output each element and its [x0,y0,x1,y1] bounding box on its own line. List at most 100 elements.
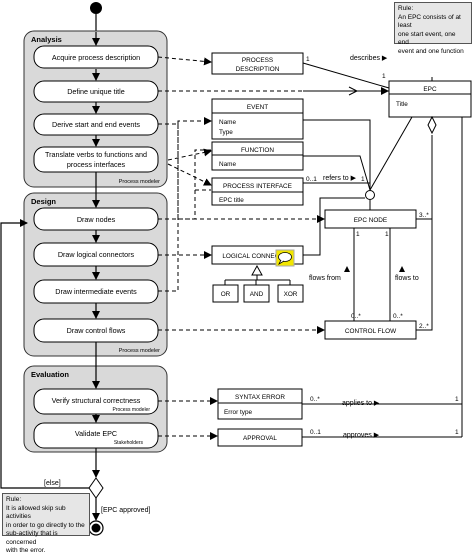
svg-text:1: 1 [385,231,389,238]
activity-acquire[interactable]: Acquire process description [33,45,159,69]
activity-draw-flows[interactable]: Draw control flows [33,318,159,343]
rule-note-bottom: Rule: It is allowed skip sub activities … [2,493,90,554]
assoc-approves: approves ▶ [343,432,380,439]
rule-bottom-title: Rule: [6,496,22,503]
svg-text:PROCESS: PROCESS [242,57,273,64]
activity-translate[interactable]: Translate verbs to functions and process… [33,146,159,173]
start-node [90,2,102,14]
composition-diamond [427,115,437,135]
svg-text:1: 1 [455,429,459,436]
svg-text:0..1: 0..1 [310,429,321,436]
svg-text:Validate EPC: Validate EPC [75,429,117,438]
svg-text:1: 1 [356,231,360,238]
decision-node [88,477,104,499]
svg-text:Type: Type [219,129,233,136]
svg-text:PROCESS INTERFACE: PROCESS INTERFACE [223,183,292,190]
guard-approved: [EPC approved] [101,507,150,514]
class-function: FUNCTION Name [211,141,304,171]
class-syntax-error: SYNTAX ERROR Error type [217,388,303,420]
class-or: OR [212,284,239,303]
svg-text:Draw logical connectors: Draw logical connectors [58,250,135,259]
svg-text:Draw intermediate events: Draw intermediate events [55,287,137,296]
activity-validate[interactable]: Validate EPC Stakeholders [33,422,159,449]
class-process-description: PROCESS DESCRIPTION [211,52,304,75]
svg-text:0..*: 0..* [310,396,320,403]
activity-draw-connectors[interactable]: Draw logical connectors [33,242,159,267]
activity-derive-events[interactable]: Derive start and end events [33,113,159,136]
activity-draw-nodes[interactable]: Draw nodes [33,207,159,231]
svg-text:3..*: 3..* [419,212,429,219]
svg-text:Define unique title: Define unique title [67,87,125,96]
rule-top-title: Rule: [398,5,414,12]
flows-to-arrow [399,266,405,272]
activity-verify[interactable]: Verify structural correctness Process mo… [33,388,159,415]
generalization-connector [224,264,291,285]
rule-note-top: Rule: An EPC consists of at least one st… [394,2,472,55]
svg-text:EPC: EPC [423,86,437,93]
class-epc-node: EPC NODE [324,209,417,229]
guard-else: [else] [44,480,61,487]
svg-text:1: 1 [306,56,310,63]
svg-text:Draw control flows: Draw control flows [67,326,126,335]
highlight-marker [275,249,295,267]
svg-text:2..*: 2..* [419,323,429,330]
svg-text:EVENT: EVENT [247,104,268,111]
svg-text:Derive start and end events: Derive start and end events [52,120,140,129]
end-node [88,520,104,536]
svg-text:APPROVAL: APPROVAL [243,435,277,442]
lane-analysis-footer: Process modeler [119,179,160,185]
class-epc: EPC Title [388,80,472,118]
class-process-interface: PROCESS INTERFACE EPC title [211,177,304,206]
epc-diagram: Analysis Process modeler Design Process … [0,2,472,536]
svg-text:EPC title: EPC title [219,197,244,204]
activity-define-title[interactable]: Define unique title [33,80,159,103]
rule-top-line: An EPC consists of at least [398,13,461,30]
class-xor: XOR [277,284,304,303]
assoc-flows-from: flows from [309,275,341,282]
svg-text:1: 1 [455,396,459,403]
assoc-describes: describes ▶ [350,55,388,62]
svg-text:0..*: 0..* [393,313,403,320]
main-flow [0,32,100,521]
rule-bottom-line: in order to go directly to the [6,521,85,529]
rule-top-line: one start event, one end [398,30,456,47]
svg-text:Translate verbs to functions a: Translate verbs to functions and [45,150,147,159]
svg-text:CONTROL FLOW: CONTROL FLOW [345,328,397,335]
lane-analysis-title: Analysis [31,35,62,44]
svg-text:Error type: Error type [224,409,253,416]
activity-draw-events[interactable]: Draw intermediate events [33,279,159,304]
lane-evaluation-title: Evaluation [31,370,69,379]
svg-text:Name: Name [219,161,236,168]
svg-text:AND: AND [250,291,264,298]
svg-text:Acquire process description: Acquire process description [52,53,140,62]
class-and: AND [243,284,270,303]
svg-text:LOGICAL CONNECTOR: LOGICAL CONNECTOR [222,253,293,260]
assoc-flows-to: flows to [395,275,419,282]
rule-bottom-line: with the error. [6,547,46,554]
svg-text:Process modeler: Process modeler [112,407,150,413]
assoc-applies-to: applies to ▶ [342,400,380,407]
svg-text:process interfaces: process interfaces [67,160,126,169]
class-control-flow: CONTROL FLOW [324,320,417,340]
svg-text:EPC NODE: EPC NODE [354,217,387,224]
svg-text:Verify structural correctness: Verify structural correctness [52,396,141,405]
svg-text:Stakeholders: Stakeholders [114,440,144,446]
rule-bottom-line: sub-activity that is concerned [6,530,58,546]
svg-text:0..1: 0..1 [306,176,317,183]
svg-text:SYNTAX ERROR: SYNTAX ERROR [235,394,285,401]
svg-text:XOR: XOR [284,291,298,298]
assoc-refers-to: refers to ▶ [323,175,357,182]
class-event: EVENT Name Type [211,98,304,140]
svg-text:Name: Name [219,119,236,126]
class-approval: APPROVAL [217,428,303,447]
svg-text:1: 1 [361,176,365,183]
rule-top-line: event and one function [398,47,464,55]
lane-design-title: Design [31,197,56,206]
flows-from-arrow [344,266,350,272]
svg-text:FUNCTION: FUNCTION [241,147,274,154]
svg-text:0..*: 0..* [351,313,361,320]
svg-text:OR: OR [221,291,231,298]
svg-text:Draw nodes: Draw nodes [77,215,116,224]
svg-text:Title: Title [396,101,408,108]
svg-text:DESCRIPTION: DESCRIPTION [236,66,280,73]
